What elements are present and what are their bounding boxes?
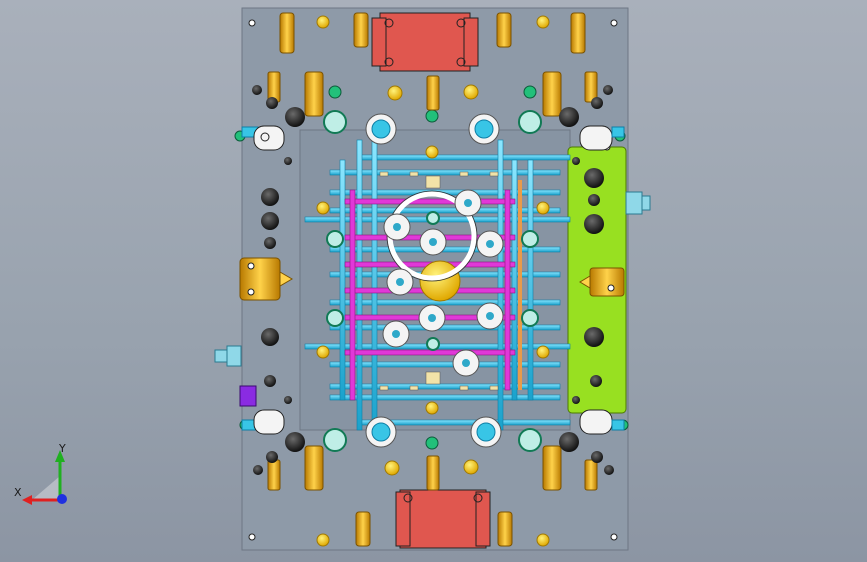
sprue-bushing[interactable]: [419, 260, 461, 302]
right-bottom-lifter[interactable]: [579, 409, 625, 435]
pipe-tags: [379, 171, 499, 391]
left-top-lifter[interactable]: [241, 125, 285, 151]
top-clamp-block[interactable]: [371, 12, 479, 72]
corner-screws: [248, 19, 618, 541]
cooling-risers-cyan: [339, 139, 534, 431]
coordinate-triad-icon: Y X: [14, 442, 67, 505]
right-slide-lock[interactable]: [579, 267, 625, 297]
left-bottom-lifter[interactable]: [241, 409, 285, 435]
orange-rail: [518, 180, 522, 390]
bottom-clamp-block[interactable]: [395, 489, 491, 549]
cyan-bushings: [371, 119, 496, 442]
left-water-connector[interactable]: [214, 345, 242, 367]
triad-x-label: X: [14, 486, 22, 499]
dowel-pins: [316, 15, 550, 547]
cap-screws: [252, 85, 614, 475]
right-top-lifter[interactable]: [579, 125, 625, 151]
ejector-disc-centers: [392, 199, 494, 367]
return-pins[interactable]: [323, 110, 542, 452]
left-slide-lock[interactable]: [239, 257, 293, 301]
triad-y-label: Y: [58, 442, 66, 455]
purple-block[interactable]: [239, 385, 257, 407]
leader-pins[interactable]: [267, 12, 598, 547]
